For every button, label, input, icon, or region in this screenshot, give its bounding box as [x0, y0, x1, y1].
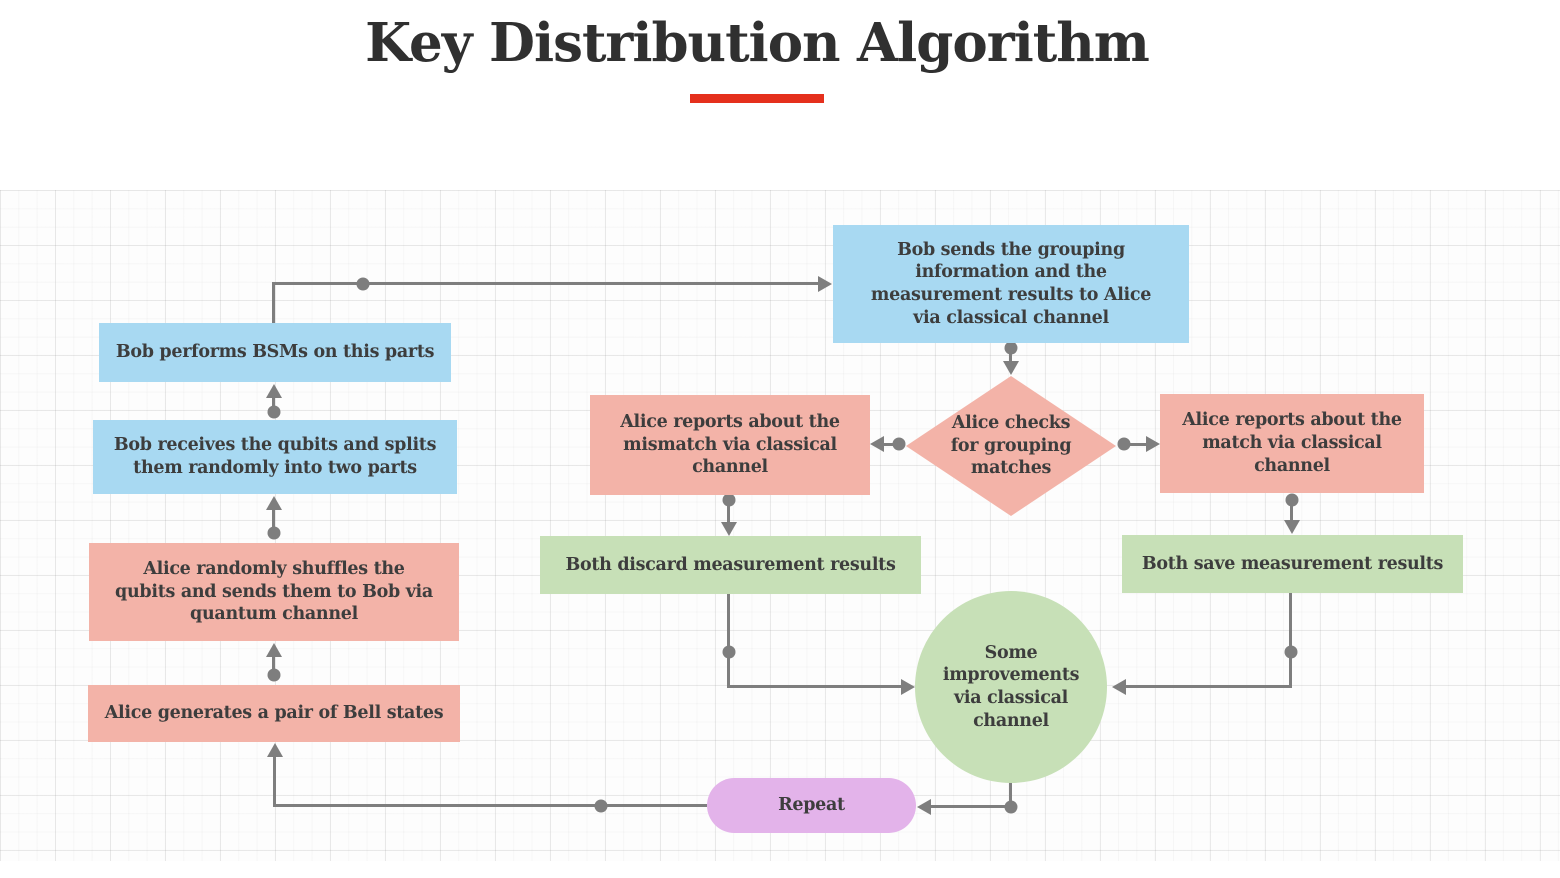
connector-repeat-to-alicegenerates-horizontal — [273, 804, 707, 807]
arrowhead-into-circle-left — [901, 679, 915, 695]
junction-dot — [267, 668, 281, 682]
node-bob-sends: Bob sends the grouping information and t… — [833, 225, 1189, 343]
junction-dot — [267, 405, 281, 419]
connector-bsm-to-bobsends-vertical — [272, 284, 275, 323]
arrowhead-into-both-save — [1284, 520, 1300, 534]
arrowhead-into-repeat — [917, 799, 931, 815]
node-label: Repeat — [778, 795, 845, 816]
node-label: Bob sends the grouping information and t… — [870, 239, 1152, 328]
junction-dot — [1117, 437, 1131, 451]
header: Key Distribution Algorithm — [0, 0, 1514, 103]
junction-dot — [722, 493, 736, 507]
node-alice-reports-match: Alice reports about the match via classi… — [1160, 394, 1424, 493]
junction-dot — [594, 799, 608, 813]
node-label: Alice generates a pair of Bell states — [104, 703, 444, 724]
node-repeat: Repeat — [707, 778, 916, 833]
junction-dot — [892, 437, 906, 451]
title-underline — [690, 94, 824, 103]
node-label: Some improvements via classical channel — [942, 642, 1080, 731]
connector-diamond-to-match — [1124, 443, 1147, 446]
connector-alicegenerates-to-aliceshuffles — [272, 657, 275, 676]
node-label: Bob performs BSMs on this parts — [115, 342, 435, 363]
junction-dot — [1004, 341, 1018, 355]
junction-dot — [1285, 493, 1299, 507]
node-some-improvements: Some improvements via classical channel — [915, 591, 1107, 783]
node-label: Both discard measurement results — [565, 554, 896, 575]
node-alice-shuffles: Alice randomly shuffles the qubits and s… — [89, 543, 459, 641]
connector-save-to-circle-vertical — [1289, 593, 1292, 688]
node-alice-reports-mismatch: Alice reports about the mismatch via cla… — [590, 395, 870, 495]
arrowhead-into-match — [1146, 436, 1160, 452]
arrowhead-into-bob-sends — [818, 276, 832, 292]
junction-dot — [1284, 645, 1298, 659]
arrowhead-into-bob-performs — [266, 384, 282, 398]
arrowhead-into-alice-generates — [267, 743, 283, 757]
arrowhead-into-both-discard — [721, 522, 737, 536]
junction-dot — [356, 277, 370, 291]
node-both-save: Both save measurement results — [1122, 535, 1463, 593]
node-bob-receives: Bob receives the qubits and splits them … — [93, 420, 457, 494]
page-title: Key Distribution Algorithm — [365, 12, 1150, 74]
junction-dot — [1004, 800, 1018, 814]
node-label: Bob receives the qubits and splits them … — [113, 435, 437, 478]
node-label: Both save measurement results — [1141, 553, 1444, 574]
connector-aliceshuffles-to-bobreceives — [272, 510, 275, 534]
node-label: Alice reports about the mismatch via cla… — [620, 411, 840, 478]
node-alice-generates: Alice generates a pair of Bell states — [88, 685, 460, 742]
connector-discard-to-circle-vertical — [727, 594, 730, 688]
connector-bsm-to-bobsends-horizontal — [272, 282, 820, 285]
node-label: Alice randomly shuffles the qubits and s… — [115, 558, 433, 625]
connector-repeat-to-alicegenerates-vertical — [273, 757, 276, 806]
connector-circle-to-repeat-horizontal — [931, 805, 1011, 808]
node-label: Alice reports about the match via classi… — [1182, 410, 1402, 476]
connector-mismatch-to-discard — [727, 500, 730, 523]
connector-discard-to-circle-horizontal — [727, 685, 902, 688]
arrowhead-into-alice-shuffles — [266, 643, 282, 657]
connector-match-to-save — [1290, 500, 1293, 521]
junction-dot — [722, 645, 736, 659]
node-label: Alice checks for grouping matches — [950, 412, 1072, 479]
arrowhead-into-mismatch — [870, 436, 884, 452]
connector-save-to-circle-horizontal — [1126, 685, 1292, 688]
arrowhead-into-diamond — [1003, 361, 1019, 375]
connector-bobsends-to-diamond — [1009, 348, 1012, 362]
connector-circle-to-repeat-vertical — [1009, 780, 1012, 808]
junction-dot — [267, 526, 281, 540]
arrowhead-into-bob-receives — [266, 496, 282, 510]
connector-diamond-to-mismatch — [884, 443, 900, 446]
node-both-discard: Both discard measurement results — [540, 536, 921, 594]
node-bob-performs: Bob performs BSMs on this parts — [99, 323, 451, 382]
flow-canvas-grid — [0, 190, 1560, 861]
arrowhead-into-circle-right — [1112, 679, 1126, 695]
